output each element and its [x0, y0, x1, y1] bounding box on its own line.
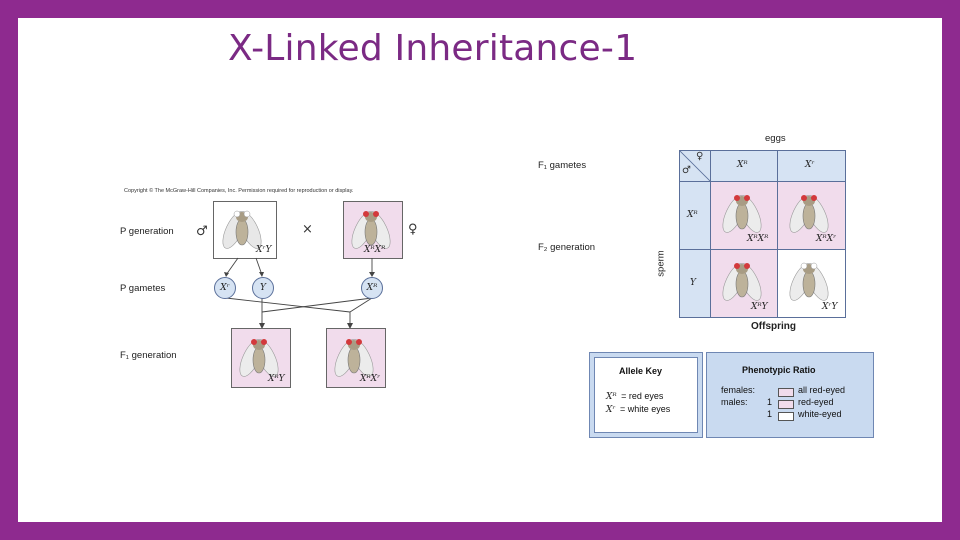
egg-allele-2: Xʳ [805, 160, 815, 170]
offspring-cell-2-1: XᴿY [710, 249, 778, 318]
offspring-cell-1-1: XᴿXᴿ [710, 181, 778, 250]
p-male-genotype: XʳY [256, 245, 271, 255]
gamete-circle-y: Y [252, 277, 274, 299]
allele-key-allele-2: Xʳ [606, 405, 616, 415]
sperm-allele-1: Xᴿ [687, 210, 698, 220]
cross-symbol: × [302, 222, 313, 237]
offspring-cell-1-2: XᴿXʳ [777, 181, 846, 250]
males-phenotype-1: red-eyed [798, 397, 834, 407]
corner-male-symbol: ♂ [682, 165, 691, 176]
corner-female-symbol: ♀ [696, 151, 703, 162]
p-generation-label: P generation [120, 226, 174, 237]
allele-key-text-2: = white eyes [620, 404, 670, 414]
offspring-genotype-1-2: XᴿXʳ [816, 234, 836, 244]
white-eyed-swatch [778, 412, 794, 421]
slide-title: X-Linked Inheritance-1 [228, 28, 637, 69]
sperm-label: sperm [656, 250, 667, 276]
sperm-header-1: Xᴿ [679, 181, 711, 250]
male-symbol: ♂ [196, 224, 208, 239]
eggs-label: eggs [765, 133, 786, 144]
offspring-genotype-1-1: XᴿXᴿ [747, 234, 768, 244]
p-female-genotype: XᴿXᴿ [364, 245, 385, 255]
phenotypic-ratio-panel: Phenotypic Ratio females: all red-eyed m… [706, 352, 874, 438]
egg-header-2: Xʳ [777, 150, 846, 182]
f1-male-genotype: XᴿY [268, 374, 285, 384]
allele-key-line-2: Xʳ = white eyes [606, 399, 670, 417]
f2-generation-label: F₂ generation [538, 242, 595, 253]
sperm-header-2: Y [679, 249, 711, 318]
allele-key-title: Allele Key [619, 366, 662, 376]
offspring-cell-2-2: XʳY [777, 249, 846, 318]
egg-allele-1: Xᴿ [737, 160, 748, 170]
f1-generation-label: F₁ generation [120, 350, 177, 361]
red-eyed-swatch [778, 388, 794, 397]
males-count-1: 1 [767, 397, 772, 407]
males-phenotype-2: white-eyed [798, 409, 842, 419]
red-eyed-swatch [778, 400, 794, 409]
sperm-allele-2: Y [690, 278, 696, 288]
males-count-2: 1 [767, 409, 772, 419]
f1-female-genotype: XᴿXʳ [360, 374, 380, 384]
phenotypic-ratio-title: Phenotypic Ratio [742, 365, 816, 375]
copyright-notice: Copyright © The McGraw-Hill Companies, I… [124, 188, 353, 194]
females-label: females: [721, 385, 755, 395]
males-label: males: [721, 397, 748, 407]
offspring-genotype-2-2: XʳY [822, 302, 837, 312]
gamete-circle-xr: Xʳ [214, 277, 236, 299]
allele-key-panel: Allele Key Xᴿ = red eyes Xʳ = white eyes [589, 352, 703, 438]
gamete-circle-xR: Xᴿ [361, 277, 383, 299]
allele-key-inner: Allele Key Xᴿ = red eyes Xʳ = white eyes [594, 357, 698, 433]
punnett-corner: ♀ ♂ [679, 150, 711, 182]
p-gametes-label: P gametes [120, 283, 165, 294]
offspring-label: Offspring [751, 321, 796, 332]
female-symbol: ♀ [408, 222, 418, 237]
f1-gametes-label: F₁ gametes [538, 160, 586, 171]
offspring-genotype-2-1: XᴿY [751, 302, 768, 312]
egg-header-1: Xᴿ [710, 150, 778, 182]
females-phenotype: all red-eyed [798, 385, 845, 395]
